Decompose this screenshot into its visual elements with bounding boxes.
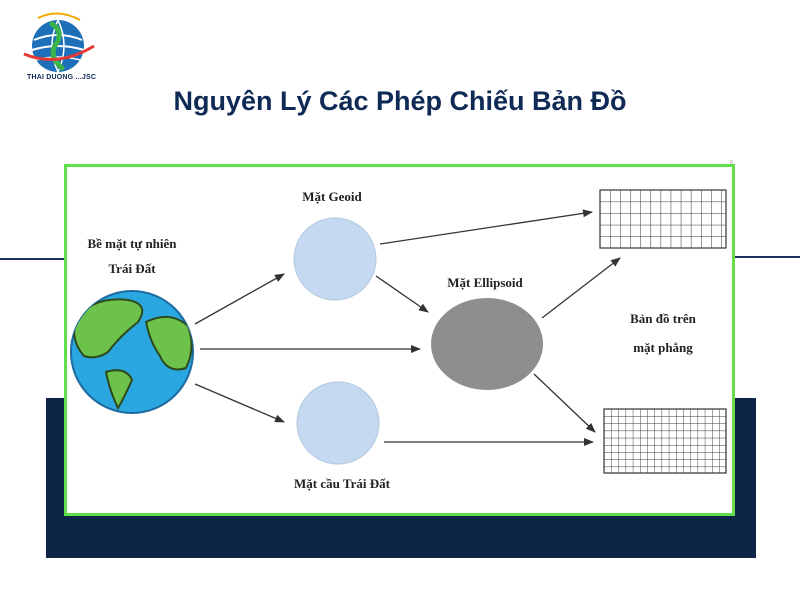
arrow-earth-to-sphere (194, 383, 285, 423)
earth-globe-icon (70, 290, 194, 414)
geoid-label: Mặt Geoid (302, 189, 362, 204)
arrows (194, 209, 621, 446)
map-label-line2: mặt phẳng (633, 340, 693, 355)
geoid-sphere (293, 217, 377, 301)
ellipsoid-label: Mặt Ellipsoid (447, 275, 523, 290)
earth-label-line1: Bề mặt tự nhiên (87, 236, 177, 251)
decorative-line-right (733, 256, 800, 258)
earth-label-line2: Trái Đất (108, 261, 156, 276)
arrow-ellipsoid-to-grid-top (541, 257, 621, 319)
map-label-line1: Bản đồ trên (630, 311, 697, 326)
page-title: Nguyên Lý Các Phép Chiếu Bản Đồ (173, 86, 627, 116)
logo-text: THAI DUONG ...JSC (27, 74, 97, 81)
arrow-earth-to-geoid (194, 273, 285, 325)
arrow-ellipsoid-to-grid-bottom (533, 373, 596, 433)
earth-sphere (296, 381, 380, 465)
ellipsoid-shape (431, 298, 543, 390)
map-grid-fine (603, 408, 727, 474)
company-logo (23, 12, 95, 73)
decorative-line-left (0, 258, 66, 260)
arrow-geoid-to-ellipsoid (375, 275, 429, 313)
arrow-geoid-to-grid (379, 209, 593, 245)
sphere-label: Mặt cầu Trái Đất (294, 476, 391, 491)
map-grid-coarse (599, 189, 727, 249)
